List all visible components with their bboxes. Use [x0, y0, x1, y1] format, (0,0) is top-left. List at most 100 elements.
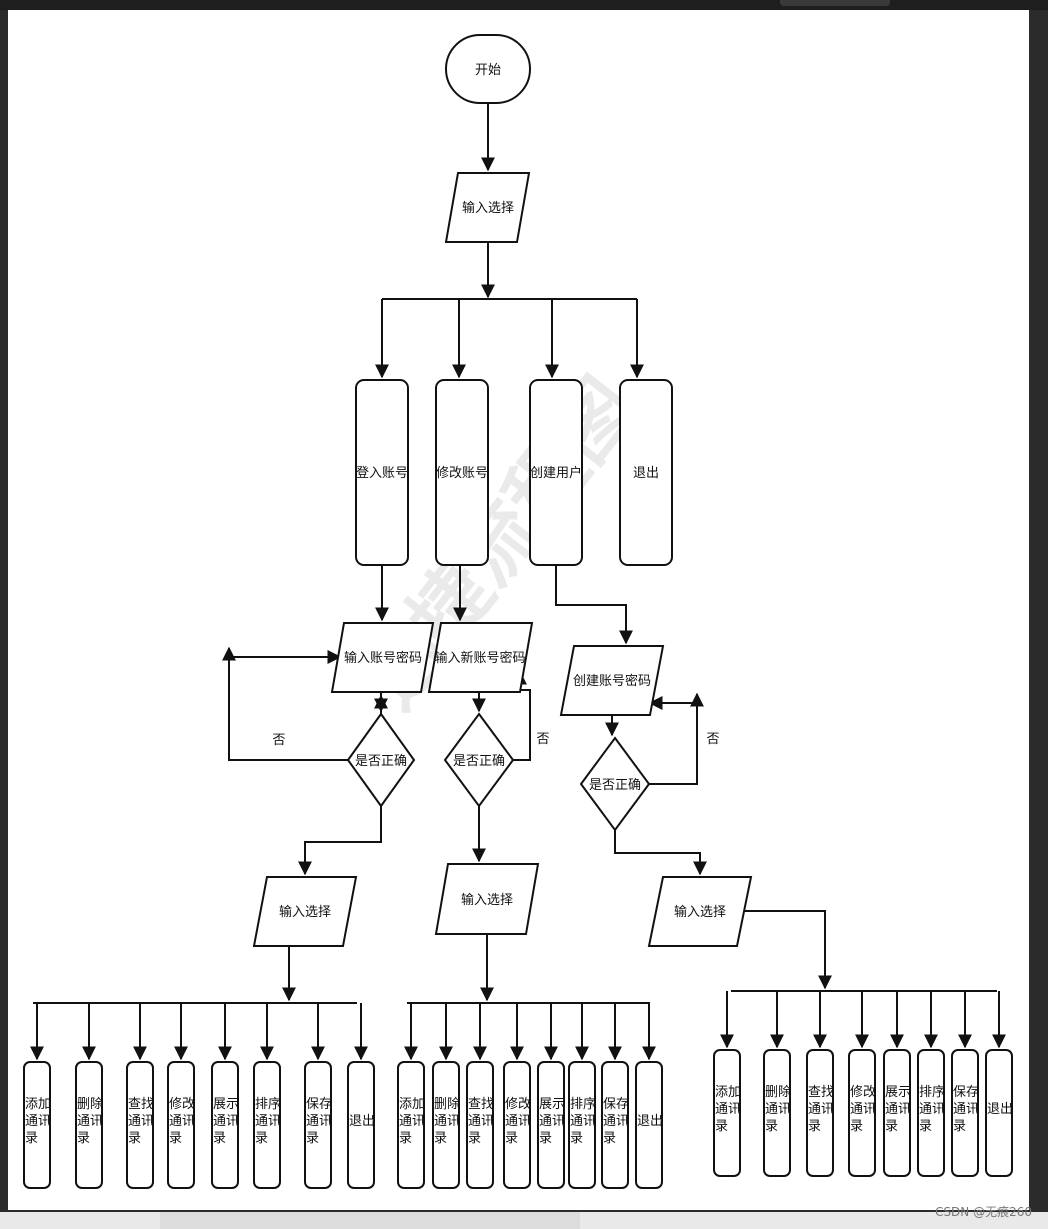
action-box — [126, 1061, 154, 1189]
action-label: 修改通讯录 — [850, 1085, 876, 1134]
create-sub-choice-label: 输入选择 — [674, 904, 726, 920]
action-node: 查找通讯录 — [126, 1061, 154, 1189]
login-input-label: 输入账号密码 — [344, 650, 422, 666]
action-label: 排序通讯录 — [919, 1085, 945, 1134]
action-label: 展示通讯录 — [539, 1097, 565, 1146]
modify-input-node: 输入新账号密码 — [427, 622, 534, 693]
branch-exit-label: 退出 — [633, 466, 659, 481]
action-node: 查找通讯录 — [806, 1049, 834, 1177]
action-box — [848, 1049, 876, 1177]
action-label: 排序通讯录 — [255, 1097, 281, 1146]
window-top-bar — [0, 0, 1048, 10]
modify-check-label: 是否正确 — [453, 754, 505, 769]
action-node: 排序通讯录 — [568, 1061, 596, 1189]
action-box — [763, 1049, 791, 1177]
action-box — [75, 1061, 103, 1189]
action-label: 删除通讯录 — [765, 1085, 791, 1134]
action-node: 添加通讯录 — [713, 1049, 741, 1177]
create-check-decision: 是否正确 — [579, 736, 651, 832]
action-box — [211, 1061, 239, 1189]
action-label: 展示通讯录 — [885, 1085, 911, 1134]
action-label: 保存通讯录 — [306, 1097, 332, 1146]
modify-sub-choice-label: 输入选择 — [461, 892, 513, 908]
action-label: 修改通讯录 — [505, 1097, 531, 1146]
branch-exit-node: 退出 — [619, 379, 673, 566]
action-box — [713, 1049, 741, 1177]
login-sub-choice-label: 输入选择 — [279, 904, 331, 920]
action-box — [985, 1049, 1013, 1177]
action-box — [601, 1061, 629, 1189]
modify-no-label: 否 — [536, 732, 549, 747]
action-node: 退出 — [347, 1061, 375, 1189]
action-box — [167, 1061, 195, 1189]
action-label: 退出 — [637, 1114, 663, 1129]
action-box — [23, 1061, 51, 1189]
action-label: 保存通讯录 — [603, 1097, 629, 1146]
create-yes-arrow — [614, 830, 707, 876]
action-label: 修改通讯录 — [169, 1097, 195, 1146]
login-yes-arrow — [298, 806, 382, 876]
action-label: 退出 — [987, 1102, 1013, 1117]
bottom-bar-segment — [370, 1212, 580, 1229]
login-sub-choice-node: 输入选择 — [252, 876, 358, 947]
action-label: 排序通讯录 — [570, 1097, 596, 1146]
action-label: 添加通讯录 — [399, 1097, 425, 1146]
login-check-label: 是否正确 — [355, 754, 407, 769]
action-node: 退出 — [985, 1049, 1013, 1177]
action-box — [806, 1049, 834, 1177]
action-label: 保存通讯录 — [953, 1085, 979, 1134]
start-node: 开始 — [445, 34, 531, 104]
action-box — [537, 1061, 565, 1189]
action-node: 删除通讯录 — [75, 1061, 103, 1189]
action-box — [568, 1061, 596, 1189]
action-node: 删除通讯录 — [763, 1049, 791, 1177]
action-node: 保存通讯录 — [304, 1061, 332, 1189]
login-no-loop-up — [222, 646, 348, 761]
action-node: 退出 — [635, 1061, 663, 1189]
branch-create-node: 创建用户 — [529, 379, 583, 566]
branch-modify-label: 修改账号 — [436, 466, 488, 481]
action-node: 修改通讯录 — [503, 1061, 531, 1189]
modify-check-decision: 是否正确 — [443, 712, 515, 808]
action-box — [917, 1049, 945, 1177]
action-node: 修改通讯录 — [848, 1049, 876, 1177]
bottom-bar-segment — [160, 1212, 370, 1229]
action-label: 删除通讯录 — [434, 1097, 460, 1146]
action-node: 排序通讯录 — [253, 1061, 281, 1189]
action-label: 查找通讯录 — [128, 1097, 154, 1146]
login-no-label: 否 — [272, 733, 285, 748]
action-node: 保存通讯录 — [601, 1061, 629, 1189]
action-box — [397, 1061, 425, 1189]
action-label: 查找通讯录 — [808, 1085, 834, 1134]
login-input-node: 输入账号密码 — [330, 622, 435, 693]
input-choice-label: 输入选择 — [462, 200, 514, 216]
modify-sub-choice-node: 输入选择 — [434, 863, 540, 935]
action-node: 删除通讯录 — [432, 1061, 460, 1189]
action-box — [951, 1049, 979, 1177]
action-label: 查找通讯录 — [468, 1097, 494, 1146]
action-label: 退出 — [349, 1114, 375, 1129]
action-box — [304, 1061, 332, 1189]
action-box — [432, 1061, 460, 1189]
login-check-decision: 是否正确 — [346, 712, 416, 808]
branch-modify-node: 修改账号 — [435, 379, 489, 566]
action-box — [466, 1061, 494, 1189]
create-check-label: 是否正确 — [589, 778, 641, 793]
action-label: 添加通讯录 — [25, 1097, 51, 1146]
action-box — [883, 1049, 911, 1177]
action-node: 展示通讯录 — [883, 1049, 911, 1177]
action-label: 添加通讯录 — [715, 1085, 741, 1134]
start-label: 开始 — [475, 63, 501, 78]
create-to-input-arrow — [555, 565, 633, 645]
action-box — [347, 1061, 375, 1189]
action-box — [503, 1061, 531, 1189]
branch-login-label: 登入账号 — [356, 466, 408, 481]
action-node: 查找通讯录 — [466, 1061, 494, 1189]
action-box — [253, 1061, 281, 1189]
action-node: 排序通讯录 — [917, 1049, 945, 1177]
window-handle — [780, 0, 890, 6]
branch-login-node: 登入账号 — [355, 379, 409, 566]
input-choice-node: 输入选择 — [444, 172, 531, 243]
action-node: 修改通讯录 — [167, 1061, 195, 1189]
action-label: 展示通讯录 — [213, 1097, 239, 1146]
